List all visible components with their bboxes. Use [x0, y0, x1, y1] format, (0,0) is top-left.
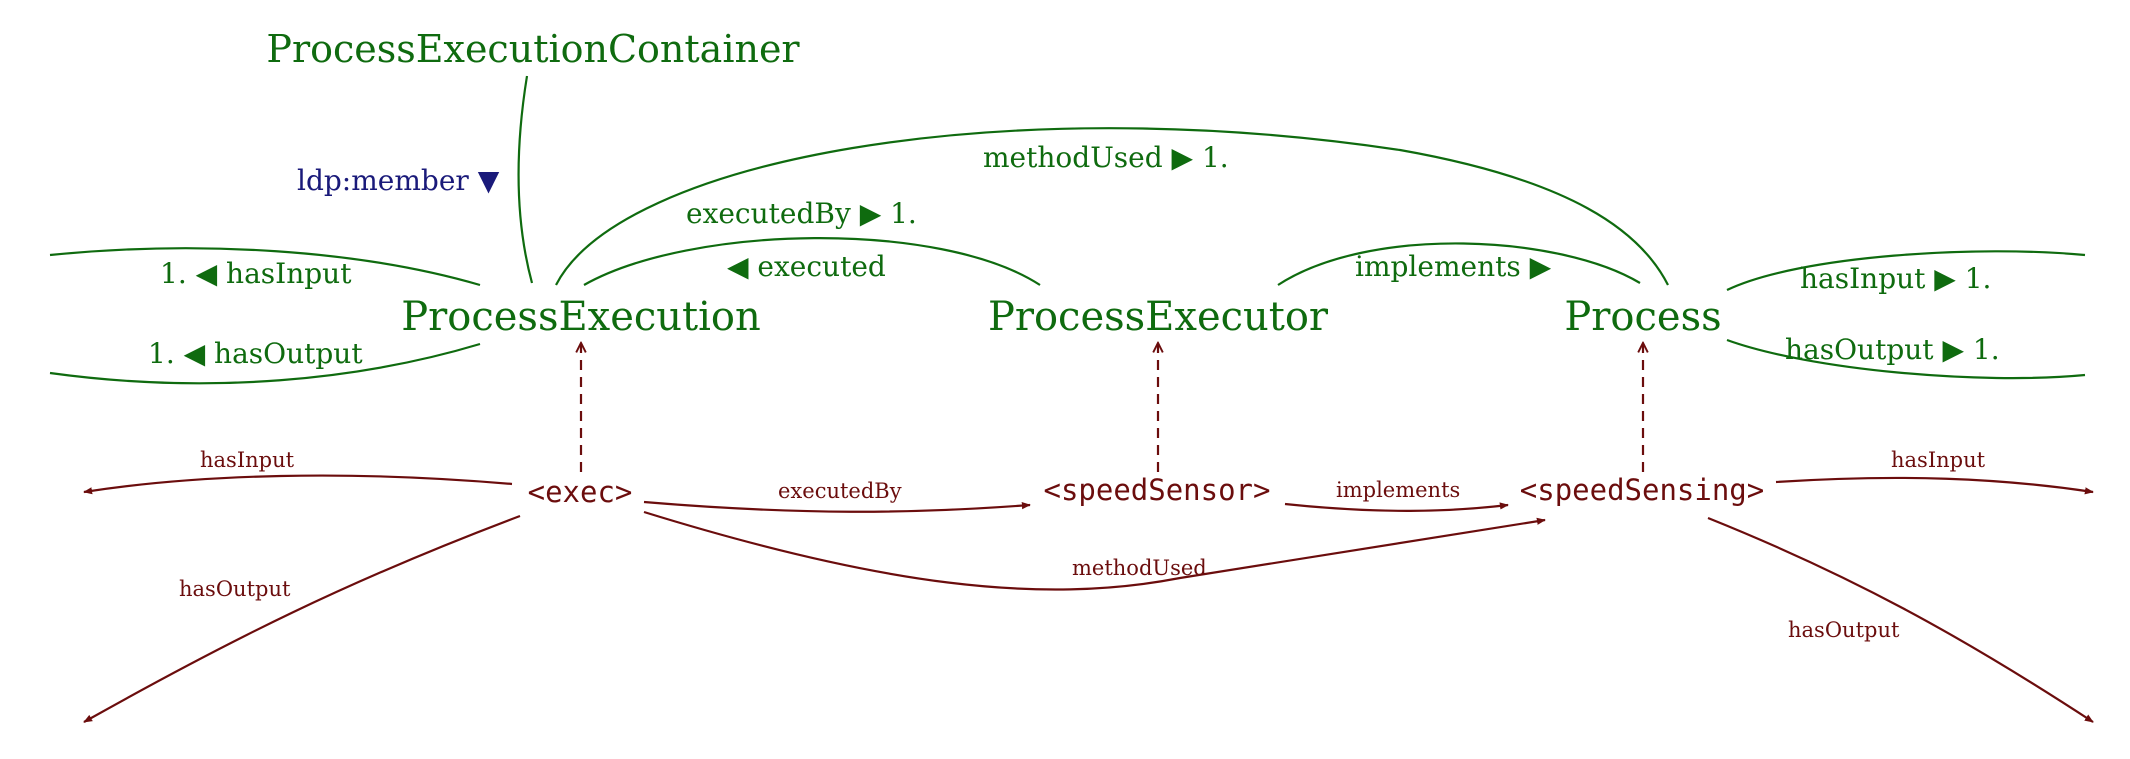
- label-executed-by: executedBy ▶ 1.: [686, 197, 917, 230]
- instance-exec: <exec>: [528, 475, 633, 509]
- pe-has-input-edge: [49, 247, 481, 287]
- class-process: Process: [1564, 294, 1721, 340]
- exec-has-input-edge: [83, 474, 513, 495]
- label-sensing-has-input: hasInput: [1891, 448, 1986, 472]
- method-used-instance-edge: [643, 510, 1546, 591]
- label-pe-has-output: 1. ◀ hasOutput: [148, 337, 363, 370]
- label-pe-has-input: 1. ◀ hasInput: [160, 257, 352, 290]
- label-method-used: methodUsed ▶ 1.: [983, 141, 1229, 174]
- label-implements: implements ▶: [1355, 250, 1552, 283]
- executed-by-edge: [583, 237, 1041, 286]
- ontology-layer: [49, 75, 2086, 385]
- instance-layer: [83, 344, 2094, 723]
- p-has-input-edge: [1726, 250, 2086, 291]
- method-used-edge: [555, 127, 1669, 286]
- label-executed: ◀ executed: [727, 250, 886, 283]
- label-exec-has-input: hasInput: [200, 448, 295, 472]
- implements-instance-edge: [1284, 502, 1509, 512]
- label-p-has-input: hasInput ▶ 1.: [1800, 262, 1991, 295]
- label-method-used-instance: methodUsed: [1072, 556, 1207, 580]
- instance-speed-sensing: <speedSensing>: [1520, 473, 1764, 507]
- p-has-output-edge: [1726, 338, 2086, 380]
- implements-edge: [1277, 242, 1641, 286]
- label-executed-by-instance: executedBy: [778, 479, 902, 503]
- label-implements-instance: implements: [1336, 478, 1460, 502]
- pe-has-output-edge: [49, 342, 481, 385]
- label-ldp-member: ldp:member ▼: [297, 164, 500, 197]
- class-process-execution-container: ProcessExecutionContainer: [266, 27, 800, 71]
- label-p-has-output: hasOutput ▶ 1.: [1785, 333, 2000, 366]
- sensing-has-input-edge: [1775, 476, 2094, 495]
- class-process-executor: ProcessExecutor: [988, 294, 1329, 340]
- ldp-member-edge: [517, 75, 534, 284]
- sensing-has-output-edge: [1707, 516, 2094, 723]
- executed-by-instance-edge: [643, 500, 1031, 513]
- instance-speed-sensor: <speedSensor>: [1044, 473, 1271, 507]
- label-sensing-has-output: hasOutput: [1788, 618, 1900, 642]
- class-process-execution: ProcessExecution: [401, 294, 761, 340]
- exec-has-output-edge: [83, 514, 521, 723]
- label-exec-has-output: hasOutput: [179, 577, 291, 601]
